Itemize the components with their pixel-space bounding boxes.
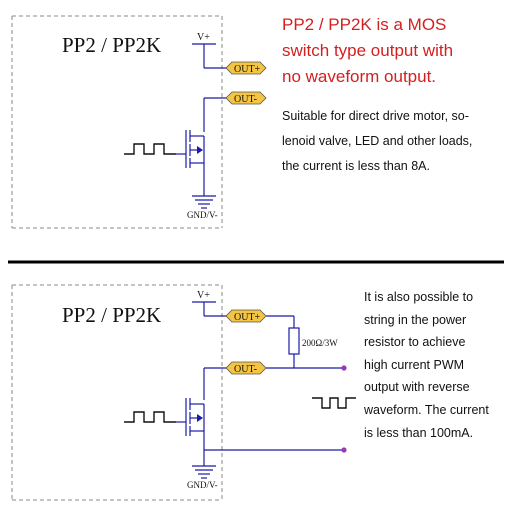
description-line: waveform. The current	[364, 402, 489, 417]
heading-line: PP2 / PP2K is a MOS	[282, 15, 447, 34]
description-line: output with reverse	[364, 380, 470, 395]
mosfet-arrow-icon	[197, 414, 203, 422]
description-line: lenoid valve, LED and other loads,	[282, 134, 473, 148]
mosfet-arrow-icon	[197, 146, 203, 154]
panel-1-vplus-label: V+	[197, 32, 210, 43]
description-line: the current is less than 8A.	[282, 159, 430, 173]
panel-2-border	[11, 284, 223, 501]
panel-1-description: Suitable for direct drive motor, so- len…	[282, 104, 510, 179]
panel-1-heading: PP2 / PP2K is a MOS switch type output w…	[282, 12, 508, 90]
description-line: string in the power	[364, 312, 467, 327]
panel-2: PP2 / PP2K	[11, 284, 356, 501]
out-minus-terminal: OUT-	[225, 361, 267, 375]
description-line: is less than 100mA.	[364, 425, 474, 440]
panel-2-title: PP2 / PP2K	[62, 303, 161, 327]
svg-text:OUT-: OUT-	[234, 364, 257, 375]
heading-line: switch type output with	[282, 41, 454, 60]
panel-2-gnd-label: GND/V-	[187, 480, 218, 490]
square-wave-icon	[124, 143, 176, 155]
resistor-label: 200Ω/3W	[302, 338, 338, 348]
out-plus-terminal: OUT+	[225, 309, 267, 323]
panel-1-title: PP2 / PP2K	[62, 33, 161, 57]
svg-text:OUT-: OUT-	[234, 94, 257, 105]
square-wave-icon	[124, 411, 176, 423]
out-minus-terminal: OUT-	[225, 91, 267, 105]
panel-2-wires	[176, 301, 344, 479]
terminal-dot-top	[341, 365, 347, 371]
panel-1: PP2 / PP2K	[11, 15, 267, 229]
description-line: resistor to achieve	[364, 335, 466, 350]
terminal-dot-bottom	[341, 447, 347, 453]
description-line: It is also possible to	[364, 290, 474, 304]
panel-2-description: It is also possible to string in the pow…	[364, 286, 510, 444]
heading-line: no waveform output.	[282, 67, 437, 86]
out-plus-terminal: OUT+	[225, 61, 267, 75]
panel-2-vplus-label: V+	[197, 290, 210, 301]
panel-1-wires	[176, 43, 232, 209]
reverse-waveform-icon	[312, 397, 356, 409]
svg-text:OUT+: OUT+	[234, 64, 261, 75]
description-line: high current PWM	[364, 357, 465, 372]
panel-1-gnd-label: GND/V-	[187, 210, 218, 220]
description-line: Suitable for direct drive motor, so-	[282, 109, 469, 123]
panel-1-border	[11, 15, 223, 229]
svg-text:OUT+: OUT+	[234, 312, 261, 323]
